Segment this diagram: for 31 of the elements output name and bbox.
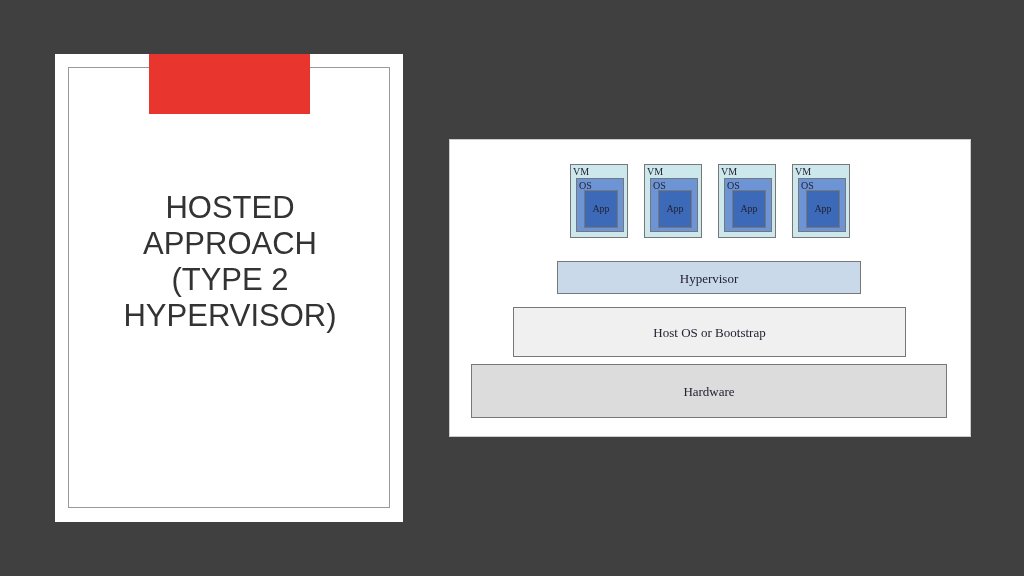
- layer-label: App: [813, 204, 833, 214]
- vm-box: [718, 164, 776, 238]
- layer-label: Host OS or Bootstrap: [652, 325, 767, 339]
- layer-label: App: [739, 204, 759, 214]
- layer-label: OS: [727, 181, 740, 191]
- os-box: [798, 178, 846, 232]
- os-box: [576, 178, 624, 232]
- layer-label: OS: [801, 181, 814, 191]
- os-box: [724, 178, 772, 232]
- layer-label: VM: [573, 167, 590, 177]
- app-box: [584, 190, 618, 228]
- vm-box: [792, 164, 850, 238]
- vm-box: [644, 164, 702, 238]
- layer-label: Hardware: [682, 384, 736, 398]
- layer-label: App: [591, 204, 611, 214]
- layer-label: VM: [721, 167, 738, 177]
- layer-label: App: [665, 204, 685, 214]
- layer-label: OS: [653, 181, 666, 191]
- hypervisor-layer: [557, 261, 861, 294]
- layer-label: VM: [795, 167, 812, 177]
- slide-title: HOSTED APPROACH (TYPE 2 HYPERVISOR): [122, 190, 338, 334]
- app-box: [732, 190, 766, 228]
- layer-label: OS: [579, 181, 592, 191]
- vm-box: [570, 164, 628, 238]
- os-box: [650, 178, 698, 232]
- hardware-layer: [471, 364, 947, 418]
- layer-label: VM: [647, 167, 664, 177]
- app-box: [658, 190, 692, 228]
- app-box: [806, 190, 840, 228]
- host-os-layer: [513, 307, 906, 357]
- layer-label: Hypervisor: [678, 271, 740, 284]
